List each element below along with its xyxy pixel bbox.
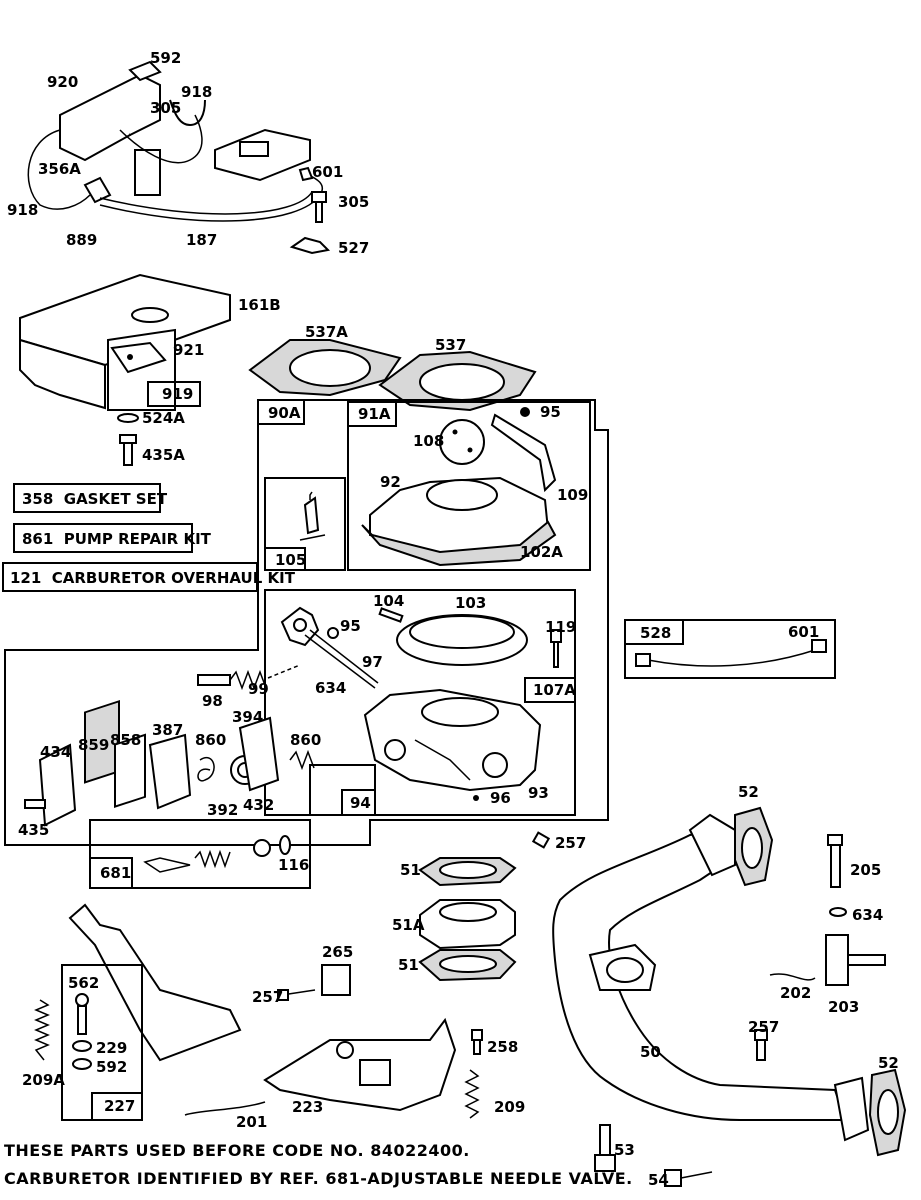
label-95: 95 bbox=[340, 617, 361, 635]
label-858: 858 bbox=[110, 731, 141, 749]
label-97: 97 bbox=[362, 653, 383, 671]
label-601: 601 bbox=[788, 623, 819, 641]
label-103: 103 bbox=[455, 594, 486, 612]
label-265: 265 bbox=[322, 943, 353, 961]
label-108: 108 bbox=[413, 432, 444, 450]
label-54: 54 bbox=[648, 1171, 669, 1189]
label-257: 257 bbox=[252, 988, 283, 1006]
label-860: 860 bbox=[195, 731, 226, 749]
label-227: 227 bbox=[104, 1097, 135, 1115]
label-51A: 51A bbox=[392, 916, 425, 934]
label-305: 305 bbox=[338, 193, 369, 211]
label-634: 634 bbox=[315, 679, 346, 697]
label-537A: 537A bbox=[305, 323, 348, 341]
fuel-line-box bbox=[624, 619, 836, 679]
label-537: 537 bbox=[435, 336, 466, 354]
label-681: 681 bbox=[100, 864, 131, 882]
label-921: 921 bbox=[173, 341, 204, 359]
carburetor-overhaul-kit-label: 121 CARBURETOR OVERHAUL KIT bbox=[10, 569, 296, 587]
label-202: 202 bbox=[780, 984, 811, 1002]
kit-90A-box bbox=[4, 399, 609, 846]
footnote-line-1: THESE PARTS USED BEFORE CODE NO. 8402240… bbox=[4, 1141, 470, 1160]
label-52: 52 bbox=[738, 783, 759, 801]
label-432: 432 bbox=[243, 796, 274, 814]
label-99: 99 bbox=[248, 680, 269, 698]
label-257: 257 bbox=[748, 1018, 779, 1036]
label-209A: 209A bbox=[22, 1071, 65, 1089]
label-258: 258 bbox=[487, 1038, 518, 1056]
label-107A: 107A bbox=[533, 681, 576, 699]
label-387: 387 bbox=[152, 721, 183, 739]
label-187: 187 bbox=[186, 231, 217, 249]
gasket-set-label: 358 GASKET SET bbox=[22, 490, 168, 508]
label-356A: 356A bbox=[38, 160, 81, 178]
label-94: 94 bbox=[350, 794, 371, 812]
label-52: 52 bbox=[878, 1054, 899, 1072]
label-209: 209 bbox=[494, 1098, 525, 1116]
label-562: 562 bbox=[68, 974, 99, 992]
label-634: 634 bbox=[852, 906, 883, 924]
label-109: 109 bbox=[557, 486, 588, 504]
label-392: 392 bbox=[207, 801, 238, 819]
label-201: 201 bbox=[236, 1113, 267, 1131]
label-257: 257 bbox=[555, 834, 586, 852]
label-90A: 90A bbox=[268, 404, 301, 422]
label-601: 601 bbox=[312, 163, 343, 181]
label-920: 920 bbox=[47, 73, 78, 91]
label-435A: 435A bbox=[142, 446, 185, 464]
label-161B: 161B bbox=[238, 296, 281, 314]
label-91A: 91A bbox=[358, 405, 391, 423]
label-51: 51 bbox=[400, 861, 421, 879]
label-104: 104 bbox=[373, 592, 404, 610]
pump-repair-kit-label: 861 PUMP REPAIR KIT bbox=[22, 530, 212, 548]
label-53: 53 bbox=[614, 1141, 635, 1159]
control-bracket bbox=[68, 903, 242, 1062]
label-592: 592 bbox=[96, 1058, 127, 1076]
label-98: 98 bbox=[202, 692, 223, 710]
label-102A: 102A bbox=[520, 543, 563, 561]
label-223: 223 bbox=[292, 1098, 323, 1116]
label-305: 305 bbox=[150, 99, 181, 117]
part-labels: 592 920 305 918 356A 918 889 187 601 305… bbox=[7, 49, 899, 1189]
label-592: 592 bbox=[150, 49, 181, 67]
label-51: 51 bbox=[398, 956, 419, 974]
label-918: 918 bbox=[181, 83, 212, 101]
label-96: 96 bbox=[490, 789, 511, 807]
label-229: 229 bbox=[96, 1039, 127, 1057]
label-889: 889 bbox=[66, 231, 97, 249]
label-119: 119 bbox=[545, 618, 576, 636]
label-95: 95 bbox=[540, 403, 561, 421]
carburetor-overhaul-kit-box bbox=[2, 562, 258, 592]
label-528: 528 bbox=[640, 624, 671, 642]
label-919: 919 bbox=[162, 385, 193, 403]
label-527: 527 bbox=[338, 239, 369, 257]
label-93: 93 bbox=[528, 784, 549, 802]
label-92: 92 bbox=[380, 473, 401, 491]
label-105: 105 bbox=[275, 551, 306, 569]
fuel-pump-assembly bbox=[27, 60, 323, 222]
screw-305 bbox=[311, 191, 327, 223]
label-918: 918 bbox=[7, 201, 38, 219]
label-116: 116 bbox=[278, 856, 309, 874]
label-50: 50 bbox=[640, 1043, 661, 1061]
label-435: 435 bbox=[18, 821, 49, 839]
label-860: 860 bbox=[290, 731, 321, 749]
label-205: 205 bbox=[850, 861, 881, 879]
label-203: 203 bbox=[828, 998, 859, 1016]
clip-527 bbox=[289, 236, 331, 255]
label-524A: 524A bbox=[142, 409, 185, 427]
kit-91A-box bbox=[347, 401, 591, 571]
footnote-line-2: CARBURETOR IDENTIFIED BY REF. 681-ADJUST… bbox=[4, 1169, 633, 1188]
air-cleaner-base bbox=[19, 273, 231, 466]
label-434: 434 bbox=[40, 743, 71, 761]
label-859: 859 bbox=[78, 736, 109, 754]
gasket-set-box bbox=[13, 483, 161, 513]
label-394: 394 bbox=[232, 708, 263, 726]
pump-repair-kit-box bbox=[13, 523, 193, 553]
